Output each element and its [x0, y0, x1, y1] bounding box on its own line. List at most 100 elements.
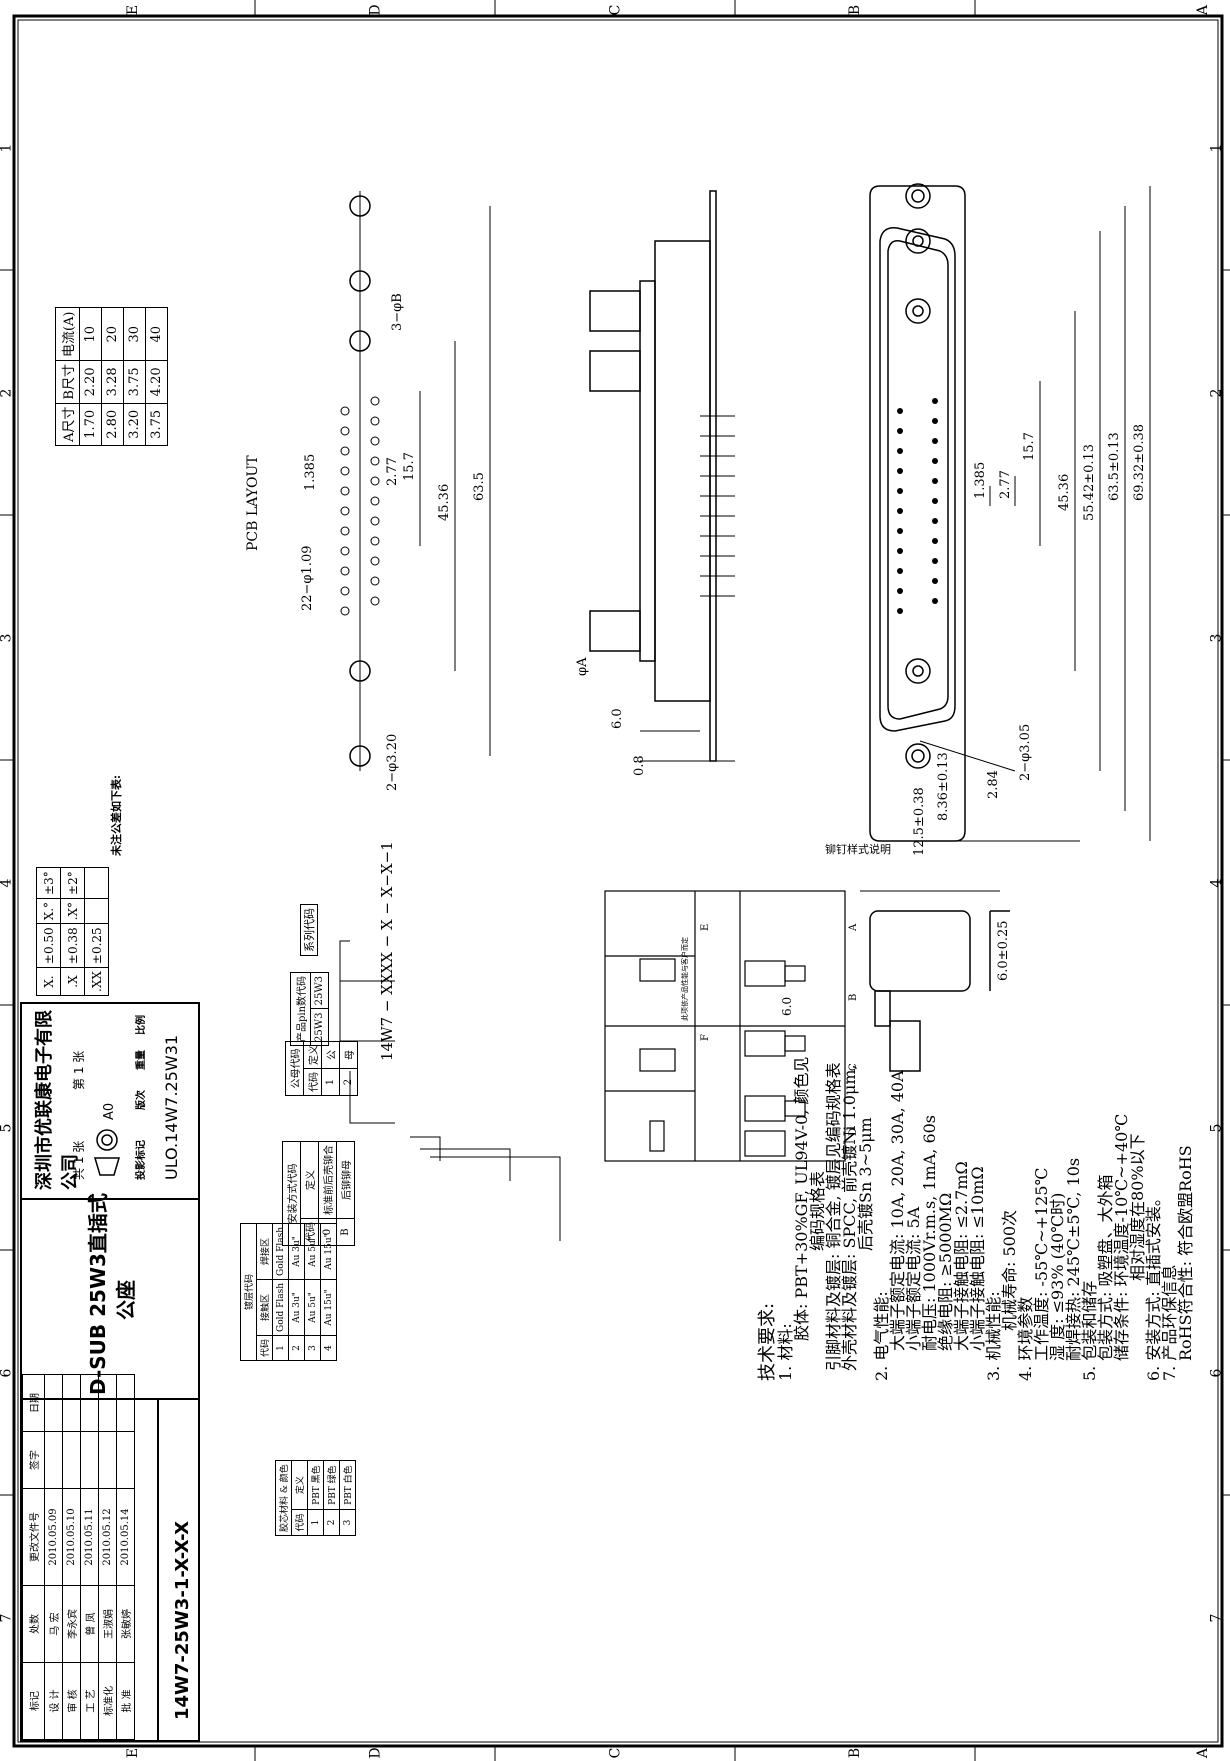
- people-cell: 张敏婷: [116, 1585, 135, 1663]
- people-cell: 2010.05.10: [62, 1488, 81, 1586]
- plating-cell: Au 15u": [320, 1223, 337, 1280]
- people-cell: 设 计: [44, 1662, 63, 1740]
- version: A0: [102, 1102, 117, 1120]
- rev-head: 日期: [22, 1374, 45, 1432]
- projection-symbol-icon: [93, 1129, 121, 1176]
- pin-title: 产品pin数代码: [290, 972, 311, 1046]
- gender-head: 定义: [303, 1041, 322, 1069]
- gender-cell: 2: [339, 1068, 358, 1096]
- plating-cell: Au 3u": [288, 1279, 305, 1336]
- product-sub: 公座: [114, 1280, 138, 1320]
- mount-cell: 后铆铆母: [336, 1141, 355, 1219]
- plating-head: 焊接区: [256, 1223, 273, 1280]
- mount-head: 定义: [300, 1141, 319, 1219]
- people-cell: 李永宾: [62, 1585, 81, 1663]
- rev-head: 标记: [22, 1662, 45, 1740]
- people-cell: 2010.05.09: [44, 1488, 63, 1586]
- tb-divider: [22, 1398, 198, 1400]
- plastic-head: 定义: [291, 1460, 308, 1510]
- plating-cell: Au 3u": [288, 1223, 305, 1280]
- gender-title: 公母代码: [285, 1041, 304, 1096]
- mark-head-1: 版次: [136, 1090, 147, 1110]
- people-cell: 2010.05.14: [116, 1488, 135, 1586]
- people-cell: 曾 凤: [80, 1585, 99, 1663]
- rev-head: 更改文件号: [22, 1488, 45, 1586]
- mark-head-0: 投影标记: [136, 1140, 147, 1180]
- pin-cell: 25W3: [310, 972, 329, 1009]
- rev-head: 签字: [22, 1431, 45, 1489]
- mount-cell: 标准前后壳铆合: [318, 1141, 337, 1219]
- plating-cell: 3: [304, 1335, 321, 1361]
- plating-cell: Gold Flash: [272, 1279, 289, 1336]
- gender-head: 代码: [303, 1068, 322, 1096]
- mark-head-2: 重量: [136, 1050, 147, 1070]
- plating-cell: 4: [320, 1335, 337, 1361]
- small-contacts: [897, 398, 938, 614]
- tech-requirements: 技术要求: 1. 材料: 胶体: PBT+30%GF, UL94V-0, 颜色见…: [757, 961, 1195, 1381]
- plating-cell: Au 15u": [320, 1279, 337, 1336]
- gender-cell: 公: [321, 1041, 340, 1069]
- mark-head-3: 比例: [136, 1015, 147, 1035]
- tech-title: 技术要求:: [757, 1302, 778, 1381]
- tb-divider: [22, 1198, 198, 1200]
- plastic-cell: 1: [307, 1509, 324, 1536]
- people-cell: 批 准: [116, 1662, 135, 1740]
- pcb-holes: [340, 191, 491, 771]
- people-cell: 王淑娟: [98, 1585, 117, 1663]
- people-cell: 审 核: [62, 1662, 81, 1740]
- people-cell: 2010.05.12: [98, 1488, 117, 1586]
- people-cell: 马 宏: [44, 1585, 63, 1663]
- company-name: 深圳市优联康电子有限公司: [34, 1010, 81, 1190]
- tech-line: RoHS符合性: 符合欧盟RoHS: [1176, 1145, 1195, 1361]
- plastic-title: 胶芯材料 & 颜色: [275, 1460, 292, 1536]
- plating-cell: 1: [272, 1335, 289, 1361]
- plastic-cell: PBT 白色: [339, 1460, 356, 1510]
- series-box: 系列代码: [300, 904, 318, 956]
- people-cell: 标准化: [98, 1662, 117, 1740]
- product-title: D-SUB 25W3直插式: [86, 1193, 110, 1395]
- series-label: 系列代码: [300, 904, 318, 956]
- tb-divider: [157, 1400, 159, 1740]
- plastic-cell: 2: [323, 1509, 340, 1536]
- plastic-cell: PBT 绿色: [323, 1460, 340, 1510]
- plating-title: 镀层代码: [240, 1223, 257, 1361]
- plastic-cell: PBT 黑色: [307, 1460, 324, 1510]
- plating-cell: Gold Flash: [272, 1223, 289, 1280]
- people-cell: 工 艺: [80, 1662, 99, 1740]
- part-number: 14W7-25W3-1-X-X-X: [172, 1520, 193, 1720]
- people-cell: 2010.05.11: [80, 1488, 99, 1586]
- plating-cell: Au 5u": [304, 1223, 321, 1280]
- mount-cell: B: [336, 1218, 355, 1246]
- rev-head: 处数: [22, 1585, 45, 1663]
- plating-cell: Au 5u": [304, 1279, 321, 1336]
